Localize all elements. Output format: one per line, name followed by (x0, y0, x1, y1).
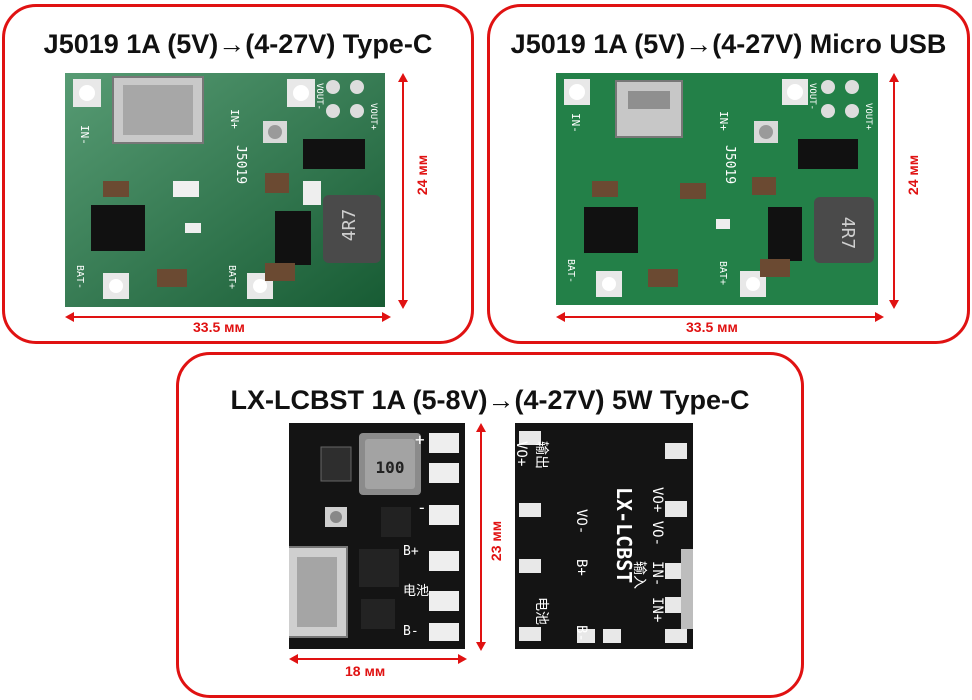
height-dimension-arrow (889, 73, 899, 309)
silk-in-plus: IN+ (717, 111, 730, 131)
inductor-marking: 100 (376, 458, 405, 477)
width-label: 33.5 мм (686, 319, 738, 335)
silk-bat-plus: BAT+ (717, 261, 728, 285)
pcb-lx-lcbst-front-image: 100 + - B+ 电池 B- (289, 423, 465, 649)
silk-in-minus: IN- (569, 113, 582, 133)
silk-battery: 电池 (403, 584, 429, 599)
panel-title: J5019 1A (5V)→(4-27V) Type-C (43, 29, 433, 59)
silk-b-plus: B+ (403, 544, 419, 559)
pcb-j5019-microusb-image: 4R7 IN- IN+ VOUT- VOUT+ J5019 BAT- BAT+ (556, 73, 878, 305)
silk-output: 输出 (533, 441, 549, 469)
width-label: 18 мм (345, 663, 386, 679)
width-dimension-arrow (556, 312, 884, 322)
silk-vout-minus: VOUT- (807, 83, 817, 110)
silk-model: J5019 (233, 145, 248, 184)
silk-model-back: LX-LCBST (612, 487, 636, 583)
silk-input: 输入 (631, 561, 647, 589)
silk-vo-plus: VO+ (515, 441, 529, 466)
silk-vo-minus: VO- (573, 509, 589, 534)
silk-battery-back: 电池 (533, 597, 549, 625)
silk-bat-plus: BAT+ (226, 265, 237, 289)
silk-plus: + (415, 430, 425, 449)
silk-b-minus: B- (403, 624, 419, 639)
inductor-marking: 4R7 (339, 209, 360, 242)
height-dimension-arrow (398, 73, 408, 309)
height-dimension-arrow (476, 423, 486, 651)
silk-vout-plus: VOUT+ (863, 103, 873, 131)
silk-in-plus: IN+ (649, 597, 665, 622)
height-label: 23 мм (488, 520, 504, 562)
pcb-lx-lcbst-back-image: VO+ 输出 VO- B+ 电池 B- LX-LCBST VO+ VO- IN-… (515, 423, 693, 649)
panel-j5019-microusb: J5019 1A (5V)→(4-27V) Micro USB 4R7 IN- … (487, 4, 970, 344)
panel-lx-lcbst: LX-LCBST 1A (5-8V)→(4-27V) 5W Type-C 100… (176, 352, 804, 698)
height-label: 24 мм (905, 154, 921, 196)
inductor-marking: 4R7 (837, 217, 858, 250)
width-dimension-arrow (65, 312, 391, 322)
pcb-j5019-typec-image: 4R7 IN- IN+ VOUT- VOUT+ J5019 BAT- BAT+ (65, 73, 385, 307)
silk-in-minus: IN- (78, 125, 91, 145)
width-dimension-arrow (289, 654, 467, 664)
silk-b-minus-back: B- (573, 625, 589, 642)
silk-minus: - (417, 498, 427, 517)
silk-b-plus-back: B+ (573, 559, 589, 576)
height-label: 24 мм (414, 154, 430, 196)
panel-title: J5019 1A (5V)→(4-27V) Micro USB (510, 29, 947, 59)
silk-bat-minus: BAT- (565, 259, 576, 283)
silk-vo-plus-minus: VO+ VO- (649, 487, 665, 546)
silk-vout-minus: VOUT- (314, 83, 324, 110)
silk-bat-minus: BAT- (74, 265, 85, 289)
panel-title: LX-LCBST 1A (5-8V)→(4-27V) 5W Type-C (230, 385, 750, 415)
silk-model: J5019 (722, 145, 737, 184)
silk-in-plus: IN+ (228, 109, 241, 129)
width-label: 33.5 мм (193, 319, 245, 335)
silk-in-minus: IN- (649, 561, 665, 586)
silk-vout-plus: VOUT+ (368, 103, 378, 131)
panel-j5019-typec: J5019 1A (5V)→(4-27V) Type-C (2, 4, 474, 344)
